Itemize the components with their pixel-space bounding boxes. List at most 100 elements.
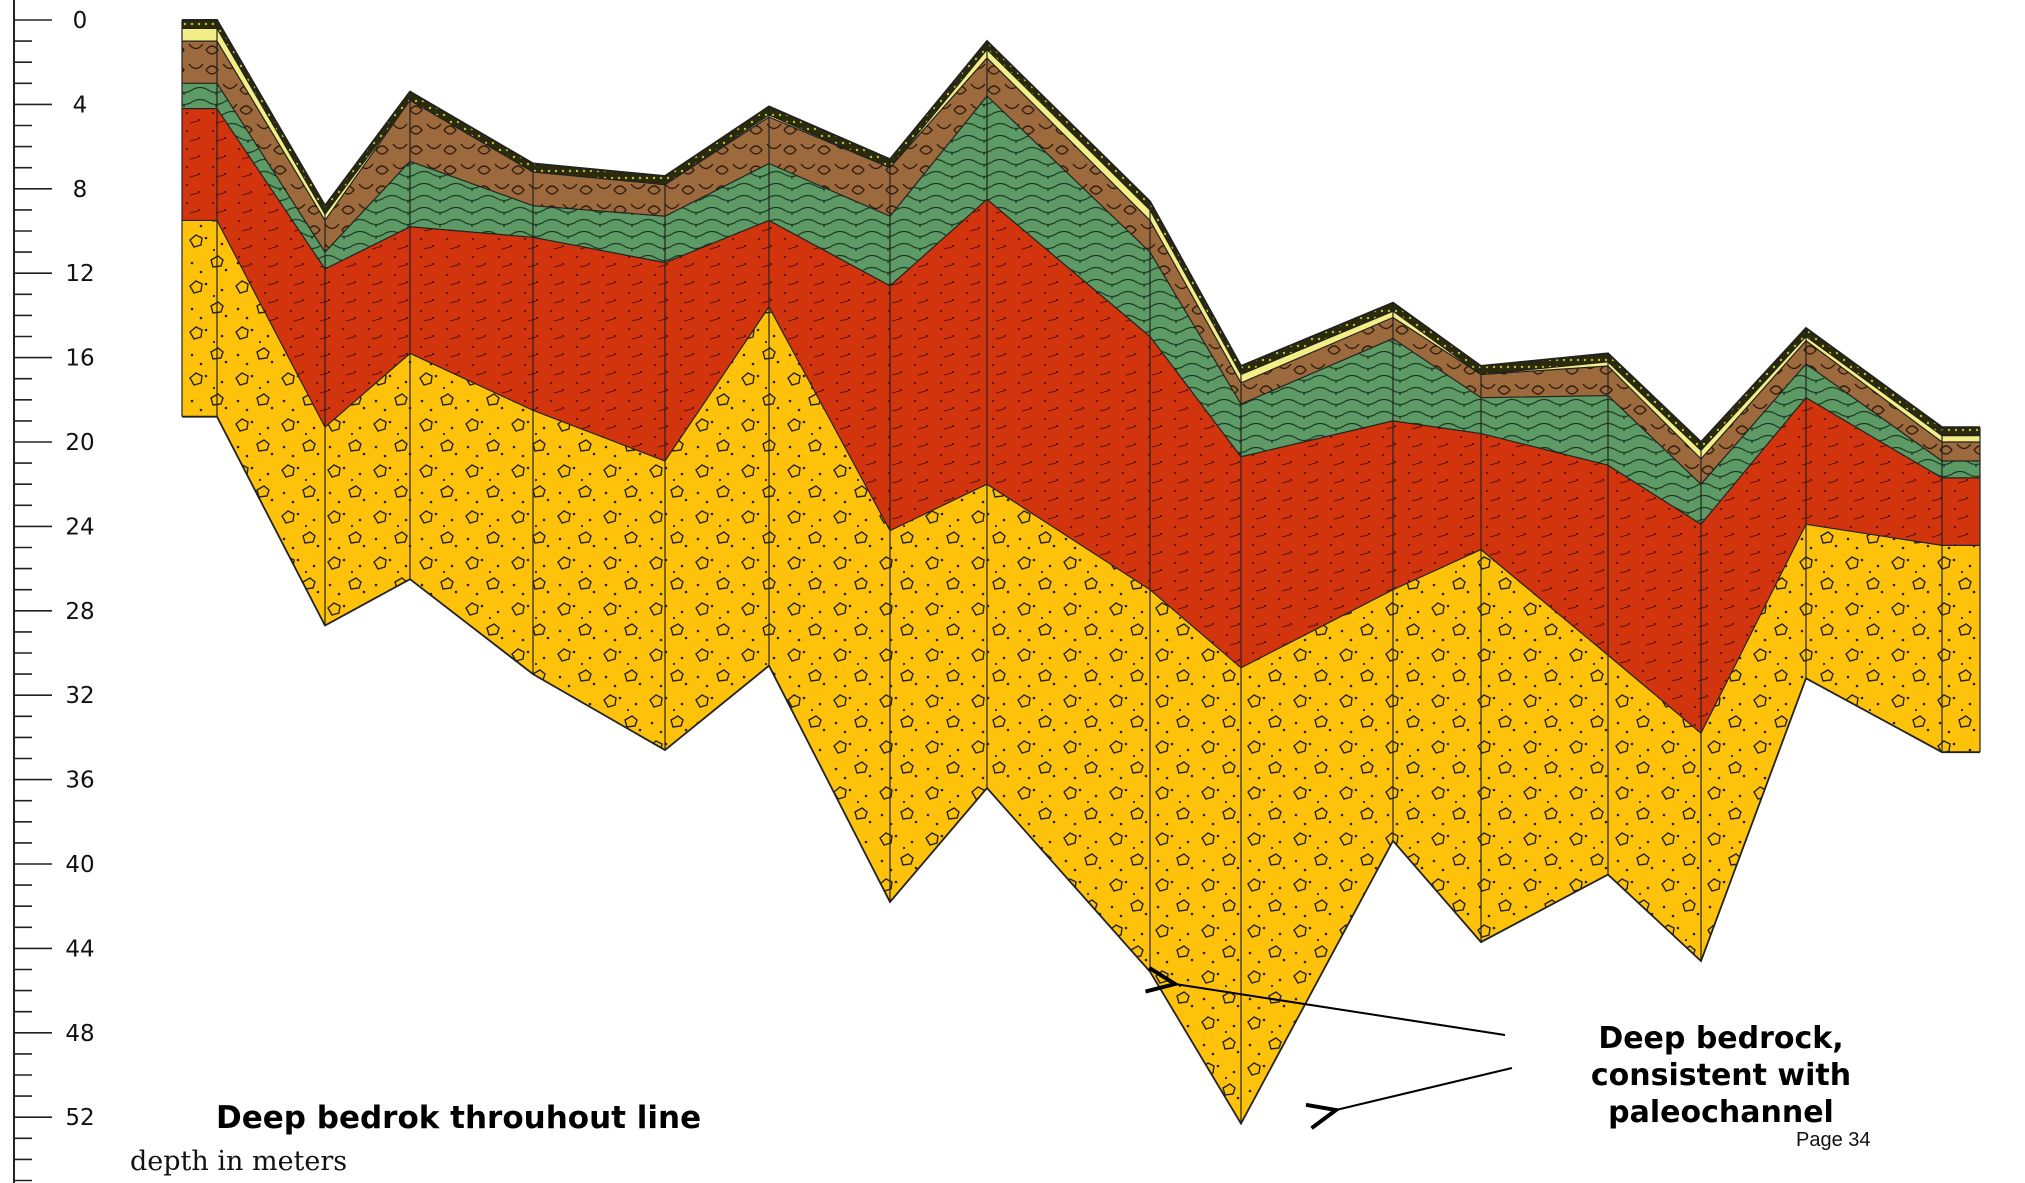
- depth-tick-label: 16: [65, 346, 94, 372]
- brown-clay-layer-texture: [1241, 317, 1393, 405]
- red-sand-layer-texture: [1701, 397, 1806, 734]
- page-number: Page 34: [1796, 1129, 1871, 1151]
- depth-tick-label: 52: [65, 1105, 94, 1131]
- green-silt-layer-texture: [410, 161, 533, 238]
- depth-tick-label: 12: [65, 261, 94, 287]
- depth-tick-label: 4: [73, 92, 88, 118]
- depth-tick-label: 24: [65, 514, 94, 540]
- soil-cap-layer-texture: [1806, 328, 1942, 436]
- soil-cap-layer-texture: [769, 106, 890, 168]
- soil-cap-layer-texture: [217, 20, 325, 215]
- depth-tick-label: 28: [65, 599, 94, 625]
- gravel-bedrock-layer-texture: [1608, 655, 1701, 962]
- green-silt-layer-texture: [182, 83, 217, 109]
- soil-cap-layer-texture: [1150, 201, 1241, 375]
- red-sand-layer-texture: [410, 226, 533, 411]
- soil-cap-layer-texture: [890, 41, 987, 168]
- borehole-columns: [181, 20, 1981, 1124]
- soil-cap-layer-texture: [1241, 302, 1393, 375]
- depth-tick-label: 0: [73, 8, 88, 34]
- brown-clay-layer-texture: [987, 57, 1150, 253]
- thin-sand-layer-segment: [1942, 435, 1980, 442]
- brown-clay-layer-texture: [1393, 317, 1481, 398]
- red-sand-layer-texture: [1942, 477, 1980, 546]
- green-silt-layer-texture: [1806, 363, 1942, 478]
- soil-cap-layer-texture: [182, 20, 217, 29]
- base-outline: [182, 415, 1980, 1126]
- soil-cap-layer-texture: [1608, 353, 1701, 451]
- brown-clay-layer-texture: [1806, 340, 1942, 461]
- brown-clay-layer-texture: [890, 57, 987, 217]
- paleochannel-note-line-3: paleochannel: [1608, 1095, 1834, 1130]
- brown-clay-layer-texture: [1701, 340, 1806, 485]
- boundary-line: [182, 219, 1980, 735]
- thin-sand-layer-segment: [1241, 311, 1393, 383]
- brown-clay-layer-texture: [182, 41, 217, 84]
- boundary-line: [182, 40, 1980, 460]
- brown-clay-layer-texture: [665, 117, 769, 217]
- soil-cap-layer-texture: [665, 106, 769, 185]
- depth-tick-label: 36: [65, 768, 94, 794]
- brown-clay-layer-texture: [1481, 366, 1608, 398]
- red-sand-layer-texture: [1393, 420, 1481, 590]
- boundary-line: [182, 27, 1980, 452]
- depth-tick-labels: 048121620242832364044485256: [65, 8, 94, 1131]
- callout-arrows: [1175, 984, 1513, 1110]
- gravel-bedrock-layer-texture: [1393, 549, 1481, 943]
- soil-cap-layer-texture: [1701, 328, 1806, 451]
- red-sand-layer-texture: [769, 220, 890, 531]
- soil-cap-layer-texture: [410, 91, 533, 172]
- gravel-bedrock-layer-texture: [182, 220, 217, 417]
- red-sand-layer-texture: [1608, 465, 1701, 734]
- green-silt-layer-texture: [1942, 460, 1980, 478]
- depth-tick-label: 32: [65, 683, 94, 709]
- red-sand-layer-texture: [890, 199, 987, 531]
- brown-clay-layer-texture: [410, 100, 533, 206]
- depth-tick-label: 48: [65, 1021, 94, 1047]
- red-sand-layer-texture: [665, 220, 769, 461]
- soil-cap-layer-texture: [1393, 302, 1481, 375]
- paleochannel-note-line-1: Deep bedrock,: [1598, 1021, 1843, 1056]
- boundary-line: [182, 108, 1980, 526]
- brown-clay-layer-texture: [1942, 442, 1980, 461]
- stratigraphic-section: [181, 19, 1981, 1126]
- red-sand-layer: [182, 108, 1980, 734]
- green-silt-layer-texture: [769, 163, 890, 286]
- gravel-bedrock-layer-texture: [890, 484, 987, 902]
- bedrock-note: Deep bedrok throuhout line: [216, 1100, 701, 1136]
- brown-clay-layer-texture: [1150, 220, 1241, 405]
- soil-cap-layer-texture: [533, 163, 665, 185]
- red-sand-layer-texture: [217, 108, 325, 428]
- thin-sand-layer-segment: [182, 28, 217, 42]
- red-sand-layer-texture: [1806, 397, 1942, 546]
- red-sand-layer-texture: [1150, 336, 1241, 668]
- green-silt-layer-texture: [665, 163, 769, 263]
- red-sand-layer-texture: [987, 199, 1150, 590]
- green-silt-layer-texture: [1701, 363, 1806, 525]
- soil-cap-layer-texture: [1942, 427, 1980, 436]
- gravel-bedrock-layer-texture: [1806, 524, 1942, 753]
- brown-clay-layer-texture: [325, 100, 410, 253]
- red-sand-layer-texture: [1241, 420, 1393, 668]
- boundary-line: [182, 82, 1980, 486]
- green-silt-layer-texture: [1150, 252, 1241, 457]
- green-silt-layer-texture: [890, 95, 987, 286]
- green-silt-layer-texture: [217, 83, 325, 269]
- gravel-bedrock-layer-texture: [217, 220, 325, 626]
- green-silt-layer-texture: [987, 95, 1150, 337]
- gravel-bedrock-layer-texture: [1150, 589, 1241, 1124]
- gravel-bedrock-layer: [182, 220, 1980, 1124]
- gravel-bedrock-layer-texture: [1942, 545, 1980, 753]
- gravel-bedrock-layer-texture: [533, 410, 665, 751]
- thin-sand-layer-segment: [1701, 336, 1806, 459]
- red-sand-layer-texture: [182, 108, 217, 221]
- green-silt-layer-texture: [1481, 395, 1608, 466]
- thin-sand-layer-segment: [1806, 336, 1942, 442]
- thin-sand-layer-segment: [1608, 361, 1701, 459]
- soil-cap-layer-texture: [1481, 353, 1608, 375]
- depth-tick-label: 20: [65, 430, 94, 456]
- gravel-bedrock-layer-texture: [1481, 549, 1608, 943]
- green-silt-layer-texture: [1608, 395, 1701, 525]
- gravel-bedrock-layer-texture: [769, 306, 890, 902]
